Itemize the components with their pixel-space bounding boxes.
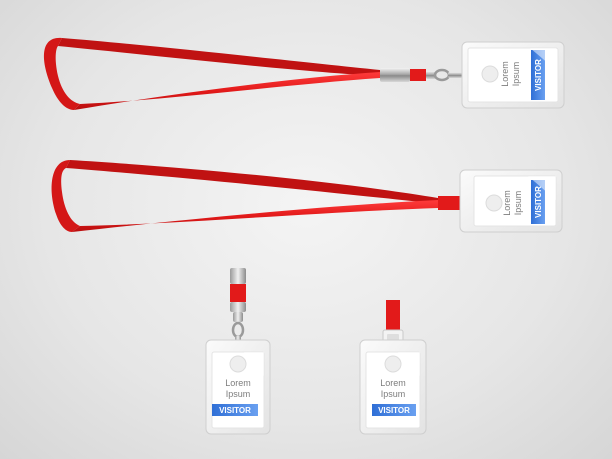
badge-4-name-line1: Lorem [380, 378, 406, 388]
badge-bottom-left: Lorem Ipsum VISITOR [205, 268, 271, 435]
strap-loop [51, 160, 80, 232]
lanyard-top: Lorem Ipsum VISITOR [43, 37, 565, 110]
photo-placeholder [384, 355, 402, 373]
badge-3-label: VISITOR [219, 406, 251, 415]
badge-4-name-line2: Ipsum [381, 389, 406, 399]
badge-2-name-line1: Lorem [502, 190, 512, 216]
badge-4-label: VISITOR [378, 406, 410, 415]
visitor-band [531, 50, 545, 100]
strap-front [74, 72, 380, 110]
visitor-band [212, 404, 258, 416]
badge-3-name-line2: Ipsum [226, 389, 251, 399]
badge-1-label: VISITOR [534, 59, 543, 91]
badge-2-label: VISITOR [534, 186, 543, 218]
badge-holder-2: Lorem Ipsum VISITOR [459, 169, 563, 233]
photo-placeholder [229, 355, 247, 373]
strap-back [58, 38, 380, 76]
badge-2-name-line2: Ipsum [513, 191, 523, 216]
lobster-clasp [426, 68, 462, 82]
visitor-band [531, 180, 545, 224]
badge-3-name-line1: Lorem [225, 378, 251, 388]
photo-placeholder [485, 194, 503, 212]
metal-ferrule [230, 268, 246, 284]
strap-tab [410, 69, 426, 81]
lanyard-middle: Lorem Ipsum VISITOR [51, 160, 563, 233]
strap-tab [438, 196, 464, 210]
strap-tab [386, 300, 400, 330]
badge-1-name-line2: Ipsum [511, 62, 521, 87]
strap-loop [43, 37, 80, 110]
badge-1-name-line1: Lorem [500, 61, 510, 87]
strap-front [72, 200, 438, 232]
badge-bottom-right: Lorem Ipsum VISITOR [359, 300, 427, 435]
badge-holder-1: Lorem Ipsum VISITOR [461, 41, 565, 109]
strap-tab [230, 284, 246, 302]
photo-placeholder [481, 65, 499, 83]
metal-ferrule [230, 302, 246, 312]
visitor-band [372, 404, 416, 416]
strap-back [66, 160, 438, 204]
metal-ferrule [380, 68, 410, 82]
